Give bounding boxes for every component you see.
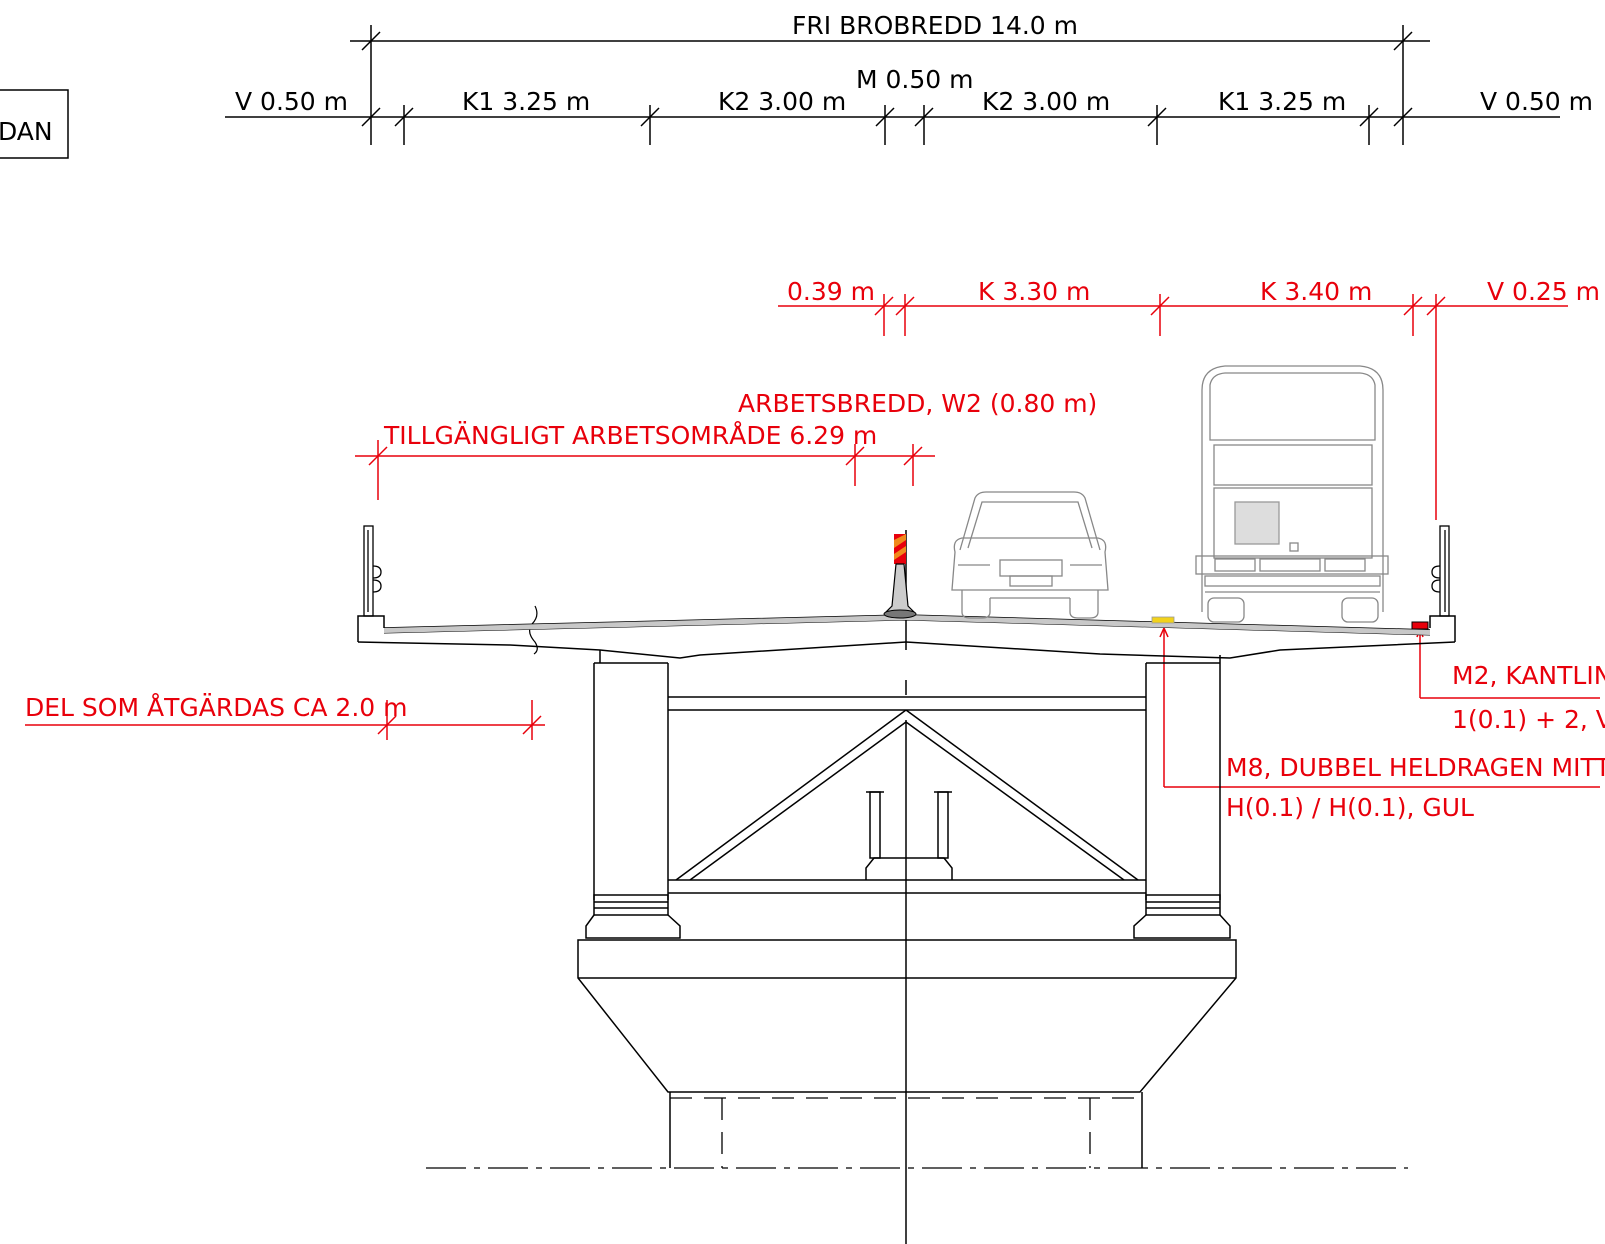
railing-right bbox=[1431, 525, 1450, 617]
k1-right-label: K1 3.25 m bbox=[1218, 87, 1346, 116]
k1-left-label: K1 3.25 m bbox=[462, 87, 590, 116]
repair-part-label: DEL SOM ÅTGÄRDAS CA 2.0 m bbox=[25, 693, 408, 722]
warning-post bbox=[883, 534, 917, 619]
m8-yellow-marking bbox=[1151, 616, 1175, 624]
m2-edge-marking bbox=[1411, 621, 1429, 630]
k2-left-label: K2 3.00 m bbox=[718, 87, 846, 116]
v-right-label: V 0.50 m bbox=[1480, 87, 1593, 116]
bus-rear-view bbox=[1195, 365, 1389, 623]
hidden-piles bbox=[670, 1097, 1142, 1168]
dim-k340-label: K 3.40 m bbox=[1260, 277, 1372, 306]
pier-structure bbox=[577, 662, 1237, 1168]
m2-marking-name: M2, KANTLINJE bbox=[1452, 661, 1605, 690]
v-left-label: V 0.50 m bbox=[235, 87, 348, 116]
total-width-label: FRI BROBREDD 14.0 m bbox=[792, 11, 1078, 40]
dim-v025-label: V 0.25 m bbox=[1487, 277, 1600, 306]
dim-k330-label: K 3.30 m bbox=[978, 277, 1090, 306]
m8-marking-name: M8, DUBBEL HELDRAGEN MITTLINJE bbox=[1226, 753, 1605, 782]
dim-039-label: 0.39 m bbox=[787, 277, 875, 306]
k2-right-label: K2 3.00 m bbox=[982, 87, 1110, 116]
pavement-layer bbox=[384, 615, 1430, 635]
railing-left bbox=[363, 525, 382, 617]
m2-marking-spec: 1(0.1) + 2, VIT bbox=[1452, 705, 1605, 734]
m8-marking-spec: H(0.1) / H(0.1), GUL bbox=[1226, 793, 1474, 822]
work-area-label: TILLGÄNGLIGT ARBETSOMRÅDE 6.29 m bbox=[383, 421, 877, 450]
title-box: DAN bbox=[0, 89, 69, 159]
title-box-text: DAN bbox=[0, 117, 53, 146]
work-dimension-chain bbox=[25, 294, 1600, 788]
median-label: M 0.50 m bbox=[856, 65, 973, 94]
top-dimension-chain bbox=[225, 25, 1560, 145]
car-rear-view bbox=[951, 491, 1109, 619]
work-width-label: ARBETSBREDD, W2 (0.80 m) bbox=[738, 389, 1097, 418]
